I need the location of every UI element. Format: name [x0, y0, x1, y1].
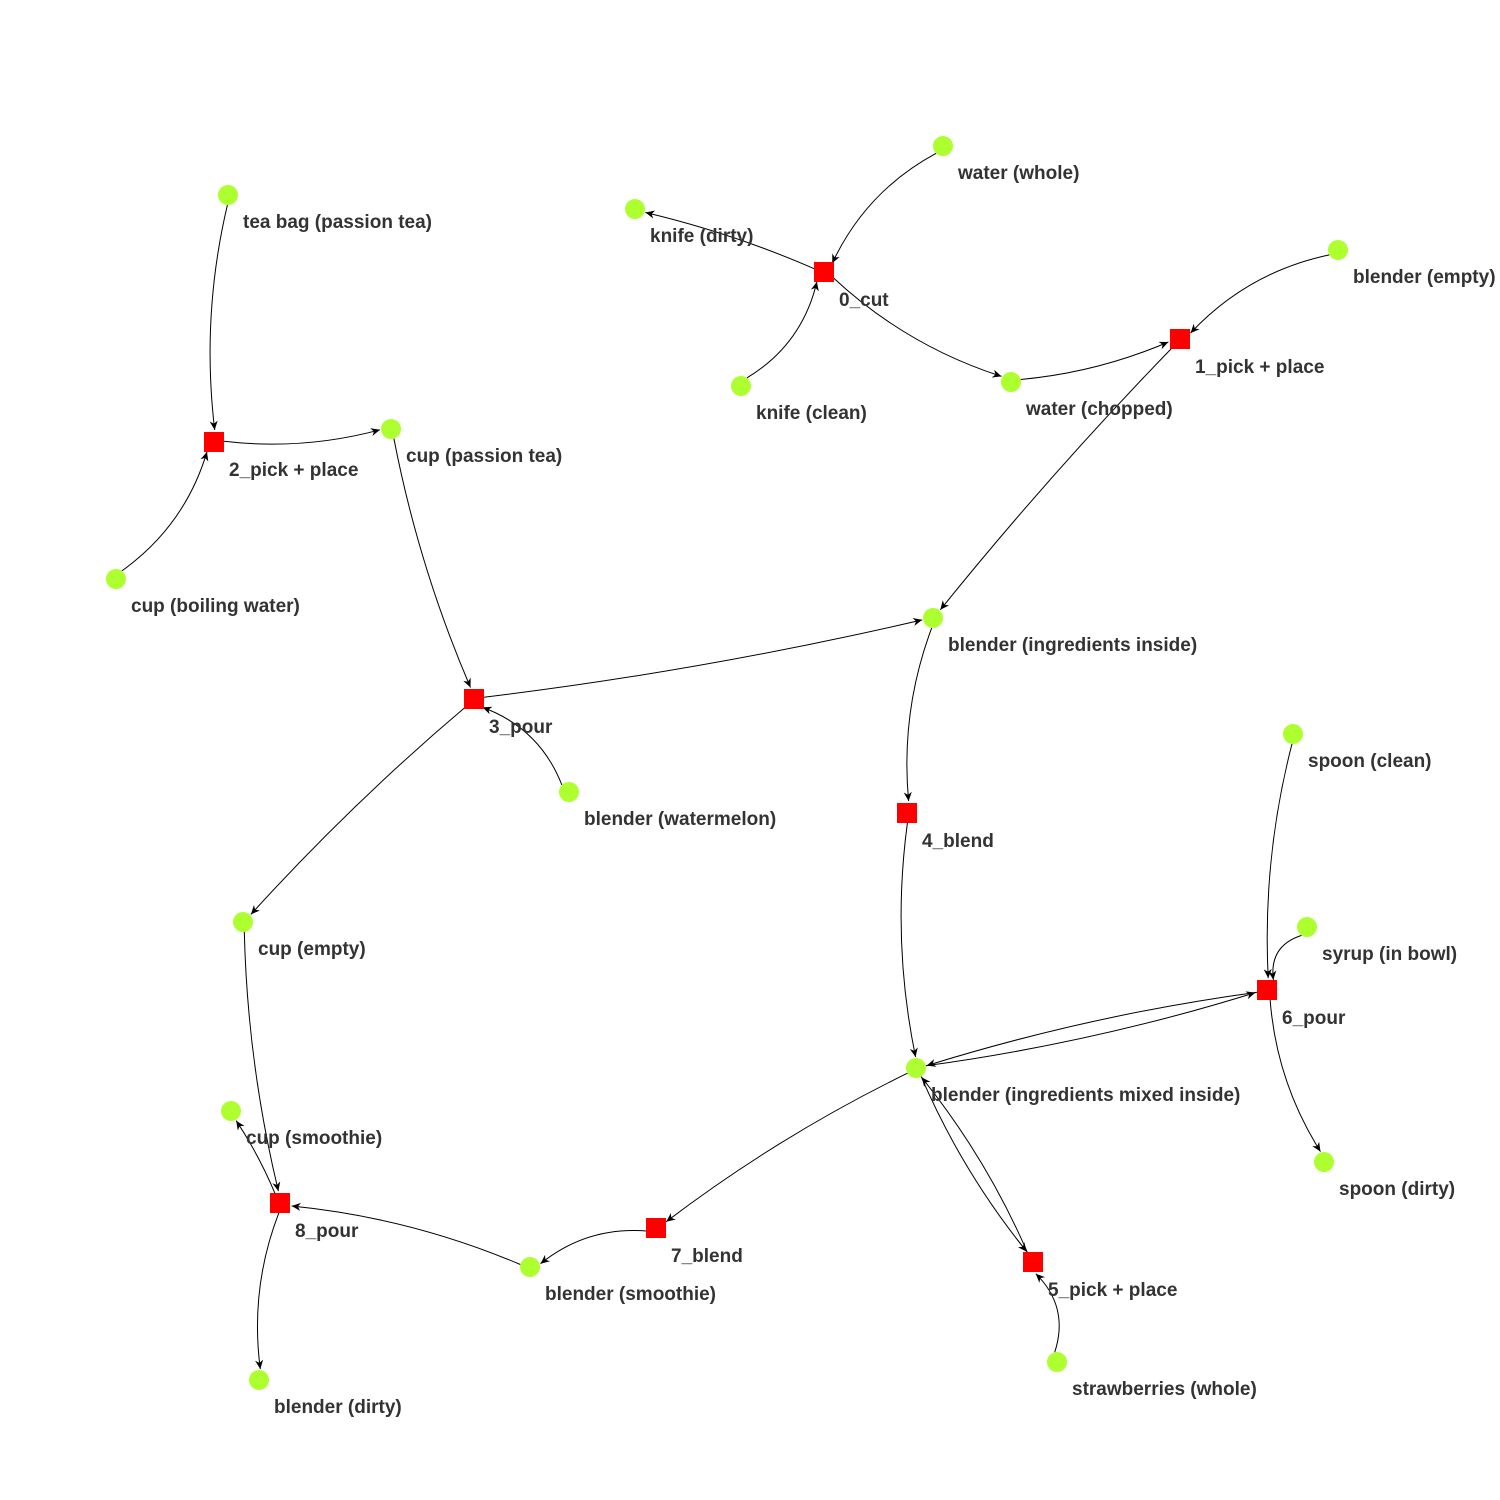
edge-a7-to-s_blender_smoothie — [540, 1229, 647, 1265]
state-node-syrup-in-bowl — [1297, 917, 1317, 937]
state-label-cup-boiling-water: cup (boiling water) — [131, 596, 300, 617]
edge-s_blender_mixed-to-a6 — [925, 991, 1256, 1067]
edge-s_blender_ingr-to-a4 — [903, 627, 933, 802]
edge-a0-to-s_water_chopped — [832, 276, 1002, 378]
state-label-cup-passion-tea: cup (passion tea) — [406, 446, 562, 467]
state-node-cup-empty — [233, 912, 253, 932]
edge-s_tea_bag-to-a2 — [209, 204, 228, 431]
action-node-0-cut — [814, 262, 834, 282]
edge-s_water_chopped-to-a1 — [1020, 341, 1169, 380]
state-node-strawberries-whole — [1047, 1352, 1067, 1372]
edge-s_blender_melon-to-a3 — [482, 706, 563, 786]
edge-s_strawberries-to-a5 — [1035, 1273, 1060, 1353]
state-node-blender-ingredients-inside — [923, 608, 943, 628]
edge-s_blender_mixed-to-a5 — [920, 1076, 1028, 1253]
edge-s_syrup-to-a6 — [1268, 934, 1302, 980]
state-node-blender-watermelon — [559, 782, 579, 802]
state-node-tea-bag-passion-tea — [218, 185, 238, 205]
state-node-water-chopped — [1001, 372, 1021, 392]
state-label-cup-smoothie: cup (smoothie) — [246, 1128, 382, 1149]
state-label-blender-ingredients-inside: blender (ingredients inside) — [948, 635, 1197, 656]
state-label-spoon-clean: spoon (clean) — [1308, 751, 1432, 772]
state-node-knife-clean — [731, 376, 751, 396]
state-node-spoon-dirty — [1314, 1152, 1334, 1172]
edge-a8-to-s_blender_dirty — [255, 1212, 280, 1370]
edge-a1-to-s_blender_ingr — [939, 346, 1174, 611]
edge-s_cup_boiling-to-a2 — [121, 451, 209, 572]
action-node-7-blend — [646, 1218, 666, 1238]
state-label-blender-dirty: blender (dirty) — [274, 1397, 402, 1418]
action-label-0-cut: 0_cut — [839, 290, 889, 311]
action-node-5-pick-place — [1023, 1252, 1043, 1272]
action-label-4-blend: 4_blend — [922, 831, 994, 852]
state-label-water-chopped: water (chopped) — [1025, 399, 1173, 420]
state-label-blender-watermelon: blender (watermelon) — [584, 809, 776, 830]
state-node-knife-dirty — [625, 199, 645, 219]
state-label-tea-bag-passion-tea: tea bag (passion tea) — [243, 212, 432, 233]
state-label-blender-smoothie: blender (smoothie) — [545, 1284, 716, 1305]
edge-a3-to-s_blender_ingr — [483, 617, 923, 698]
state-node-blender-ingredients-mixed-inside — [906, 1058, 926, 1078]
action-label-6-pour: 6_pour — [1282, 1008, 1346, 1029]
action-node-8-pour — [270, 1193, 290, 1213]
nodes-layer — [106, 136, 1348, 1390]
state-label-knife-clean: knife (clean) — [756, 403, 867, 424]
state-label-strawberries-whole: strawberries (whole) — [1072, 1379, 1257, 1400]
state-label-syrup-in-bowl: syrup (in bowl) — [1322, 944, 1457, 965]
edge-a5-to-s_blender_mixed — [921, 1077, 1029, 1254]
state-node-cup-passion-tea — [381, 419, 401, 439]
edge-s_cup_empty-to-a8 — [243, 931, 281, 1192]
edge-a8-to-s_cup_smoothie — [235, 1120, 276, 1195]
edge-s_blender_empty-to-a1 — [1190, 254, 1330, 334]
action-label-3-pour: 3_pour — [489, 717, 553, 738]
edge-a6-to-s_spoon_dirty — [1269, 999, 1321, 1152]
state-node-blender-dirty — [249, 1370, 269, 1390]
action-label-1-pick-place: 1_pick + place — [1195, 357, 1324, 378]
edge-s_water_whole-to-a0 — [831, 152, 937, 264]
edge-a4-to-s_blender_mixed — [900, 822, 918, 1058]
action-node-6-pour — [1257, 980, 1277, 1000]
action-label-7-blend: 7_blend — [671, 1246, 743, 1267]
action-label-5-pick-place: 5_pick + place — [1048, 1280, 1177, 1301]
action-node-4-blend — [897, 803, 917, 823]
state-label-spoon-dirty: spoon (dirty) — [1339, 1179, 1455, 1200]
edge-a6-to-s_blender_mixed — [926, 991, 1258, 1067]
edge-s_knife_clean-to-a0 — [746, 281, 819, 379]
action-node-1-pick-place — [1170, 329, 1190, 349]
action-node-2-pick-place — [204, 432, 224, 452]
state-node-water-whole — [933, 136, 953, 156]
state-node-blender-empty — [1328, 240, 1348, 260]
state-node-spoon-clean — [1283, 724, 1303, 744]
edge-s_spoon_clean-to-a6 — [1263, 743, 1293, 979]
state-label-blender-ingredients-mixed-inside: blender (ingredients mixed inside) — [931, 1085, 1240, 1106]
edge-a3-to-s_cup_empty — [250, 705, 468, 915]
state-node-cup-boiling-water — [106, 569, 126, 589]
action-label-2-pick-place: 2_pick + place — [229, 460, 358, 481]
state-label-water-whole: water (whole) — [957, 163, 1079, 184]
edge-s_blender_mixed-to-a7 — [665, 1072, 908, 1223]
edge-s_cup_passion-to-a3 — [393, 438, 471, 688]
state-label-blender-empty: blender (empty) — [1353, 267, 1496, 288]
edge-a0-to-s_knife_dirty — [645, 210, 815, 270]
action-label-8-pour: 8_pour — [295, 1221, 359, 1242]
state-node-blender-smoothie — [520, 1257, 540, 1277]
state-node-cup-smoothie — [221, 1101, 241, 1121]
labels-layer: water (whole) knife (dirty) blender (empty… — [131, 163, 1496, 1418]
state-label-cup-empty: cup (empty) — [258, 939, 366, 960]
edges-layer — [121, 152, 1330, 1370]
action-node-3-pour — [464, 689, 484, 709]
state-label-knife-dirty: knife (dirty) — [650, 226, 753, 247]
edge-s_blender_smoothie-to-a8 — [291, 1202, 521, 1265]
edge-a2-to-s_cup_passion — [223, 428, 381, 445]
